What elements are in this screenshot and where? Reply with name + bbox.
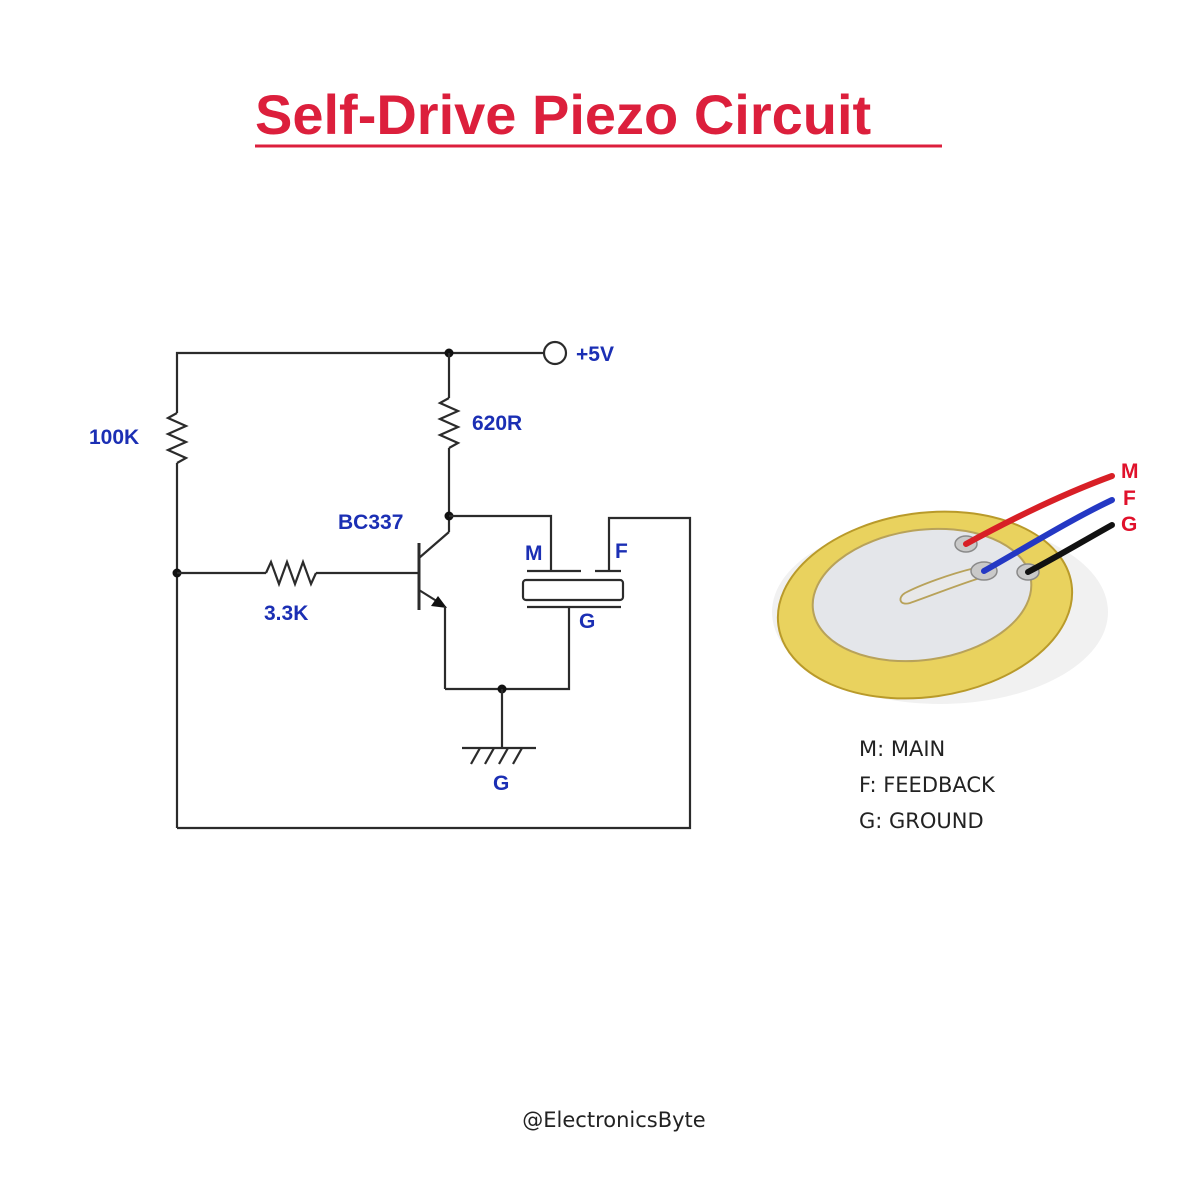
wire-red (963, 473, 1115, 547)
wire-piezo-main (449, 514, 553, 571)
resistor-620r (437, 397, 461, 449)
piezo-feedback-label: F (615, 540, 628, 563)
supply-label: +5V (576, 343, 614, 366)
page-title: Self-Drive Piezo Circuit (255, 83, 871, 146)
photo-label-ground: G (1121, 513, 1137, 536)
credit-text: @ElectronicsByte (522, 1108, 705, 1132)
ground-symbol (462, 746, 536, 765)
supply-terminal (542, 340, 568, 366)
legend-item-main: M: MAIN (859, 737, 945, 761)
piezo-disc (521, 578, 625, 602)
transistor-label: BC337 (338, 511, 403, 534)
piezo-photo: M F G (772, 460, 1139, 704)
resistor-100k (165, 412, 189, 464)
wire-top-rail (175, 351, 543, 413)
wire-blue (981, 497, 1115, 574)
resistor-100k-label: 100K (89, 426, 139, 449)
feedback-electrode (899, 566, 982, 605)
wire-piezo-ground (445, 607, 571, 691)
ground-hatch-2 (484, 747, 495, 765)
resistor-3k3-label: 3.3K (264, 602, 308, 625)
piezo-element (521, 569, 625, 609)
transistor-collector-leg (418, 531, 450, 559)
ground-hatch-3 (498, 747, 509, 765)
legend-item-ground: G: GROUND (859, 809, 984, 833)
legend: M: MAIN F: FEEDBACK G: GROUND (859, 737, 996, 833)
transistor-emitter-arrow (431, 596, 447, 608)
photo-label-main: M (1121, 460, 1139, 483)
schematic: +5V 100K 620R BC337 3.3K M F G G (89, 340, 692, 830)
resistor-620r-label: 620R (472, 412, 522, 435)
ground-hatch-1 (470, 747, 481, 765)
resistor-3k3 (264, 558, 318, 588)
piezo-ground-label: G (579, 610, 595, 633)
wire-black (1025, 522, 1115, 575)
wire-feedback-loop (177, 516, 692, 830)
ground-label: G (493, 772, 509, 795)
transistor-bc337 (417, 531, 450, 610)
photo-label-feedback: F (1123, 487, 1136, 510)
piezo-main-label: M (525, 542, 543, 565)
ground-hatch-4 (512, 747, 523, 765)
legend-item-feedback: F: FEEDBACK (859, 773, 996, 797)
